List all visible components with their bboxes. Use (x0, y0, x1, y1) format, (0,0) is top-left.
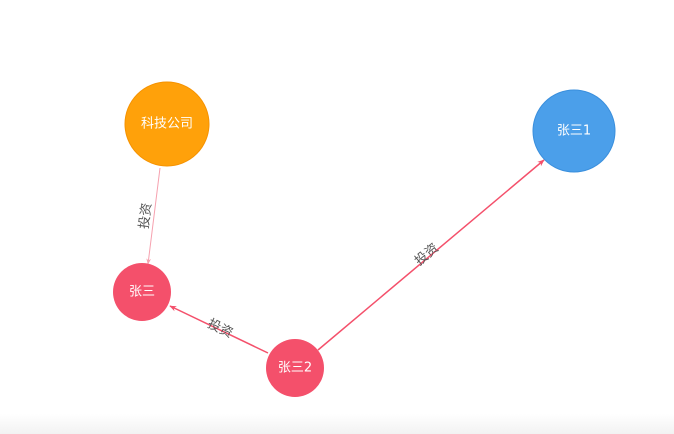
node-zhangsan[interactable]: 张三 (113, 263, 171, 321)
node-label: 张三1 (557, 124, 591, 139)
edge-label: 投资 (136, 202, 155, 230)
node-company[interactable]: 科技公司 (124, 81, 210, 167)
edge-line (317, 159, 545, 351)
node-zhangsan2[interactable]: 张三2 (266, 339, 324, 397)
edge-line (146, 167, 161, 265)
edge-label: 投资 (412, 240, 442, 269)
node-circle (124, 81, 210, 167)
node-circle (113, 263, 171, 321)
node-circle (532, 89, 616, 173)
node-circle (266, 339, 324, 397)
edge-company-to-zhangsan: 投资 (136, 167, 161, 265)
bottom-edge-shade (0, 414, 674, 434)
node-label: 张三2 (278, 361, 312, 376)
node-label: 科技公司 (141, 117, 193, 132)
edge-label: 投资 (205, 316, 235, 342)
node-zhangsan1[interactable]: 张三1 (532, 89, 616, 173)
edge-line (169, 305, 269, 354)
node-label: 张三 (129, 285, 155, 300)
edge-zhangsan2-to-zhangsan: 投资 (169, 305, 269, 354)
edge-zhangsan2-to-zhangsan1: 投资 (317, 159, 545, 351)
